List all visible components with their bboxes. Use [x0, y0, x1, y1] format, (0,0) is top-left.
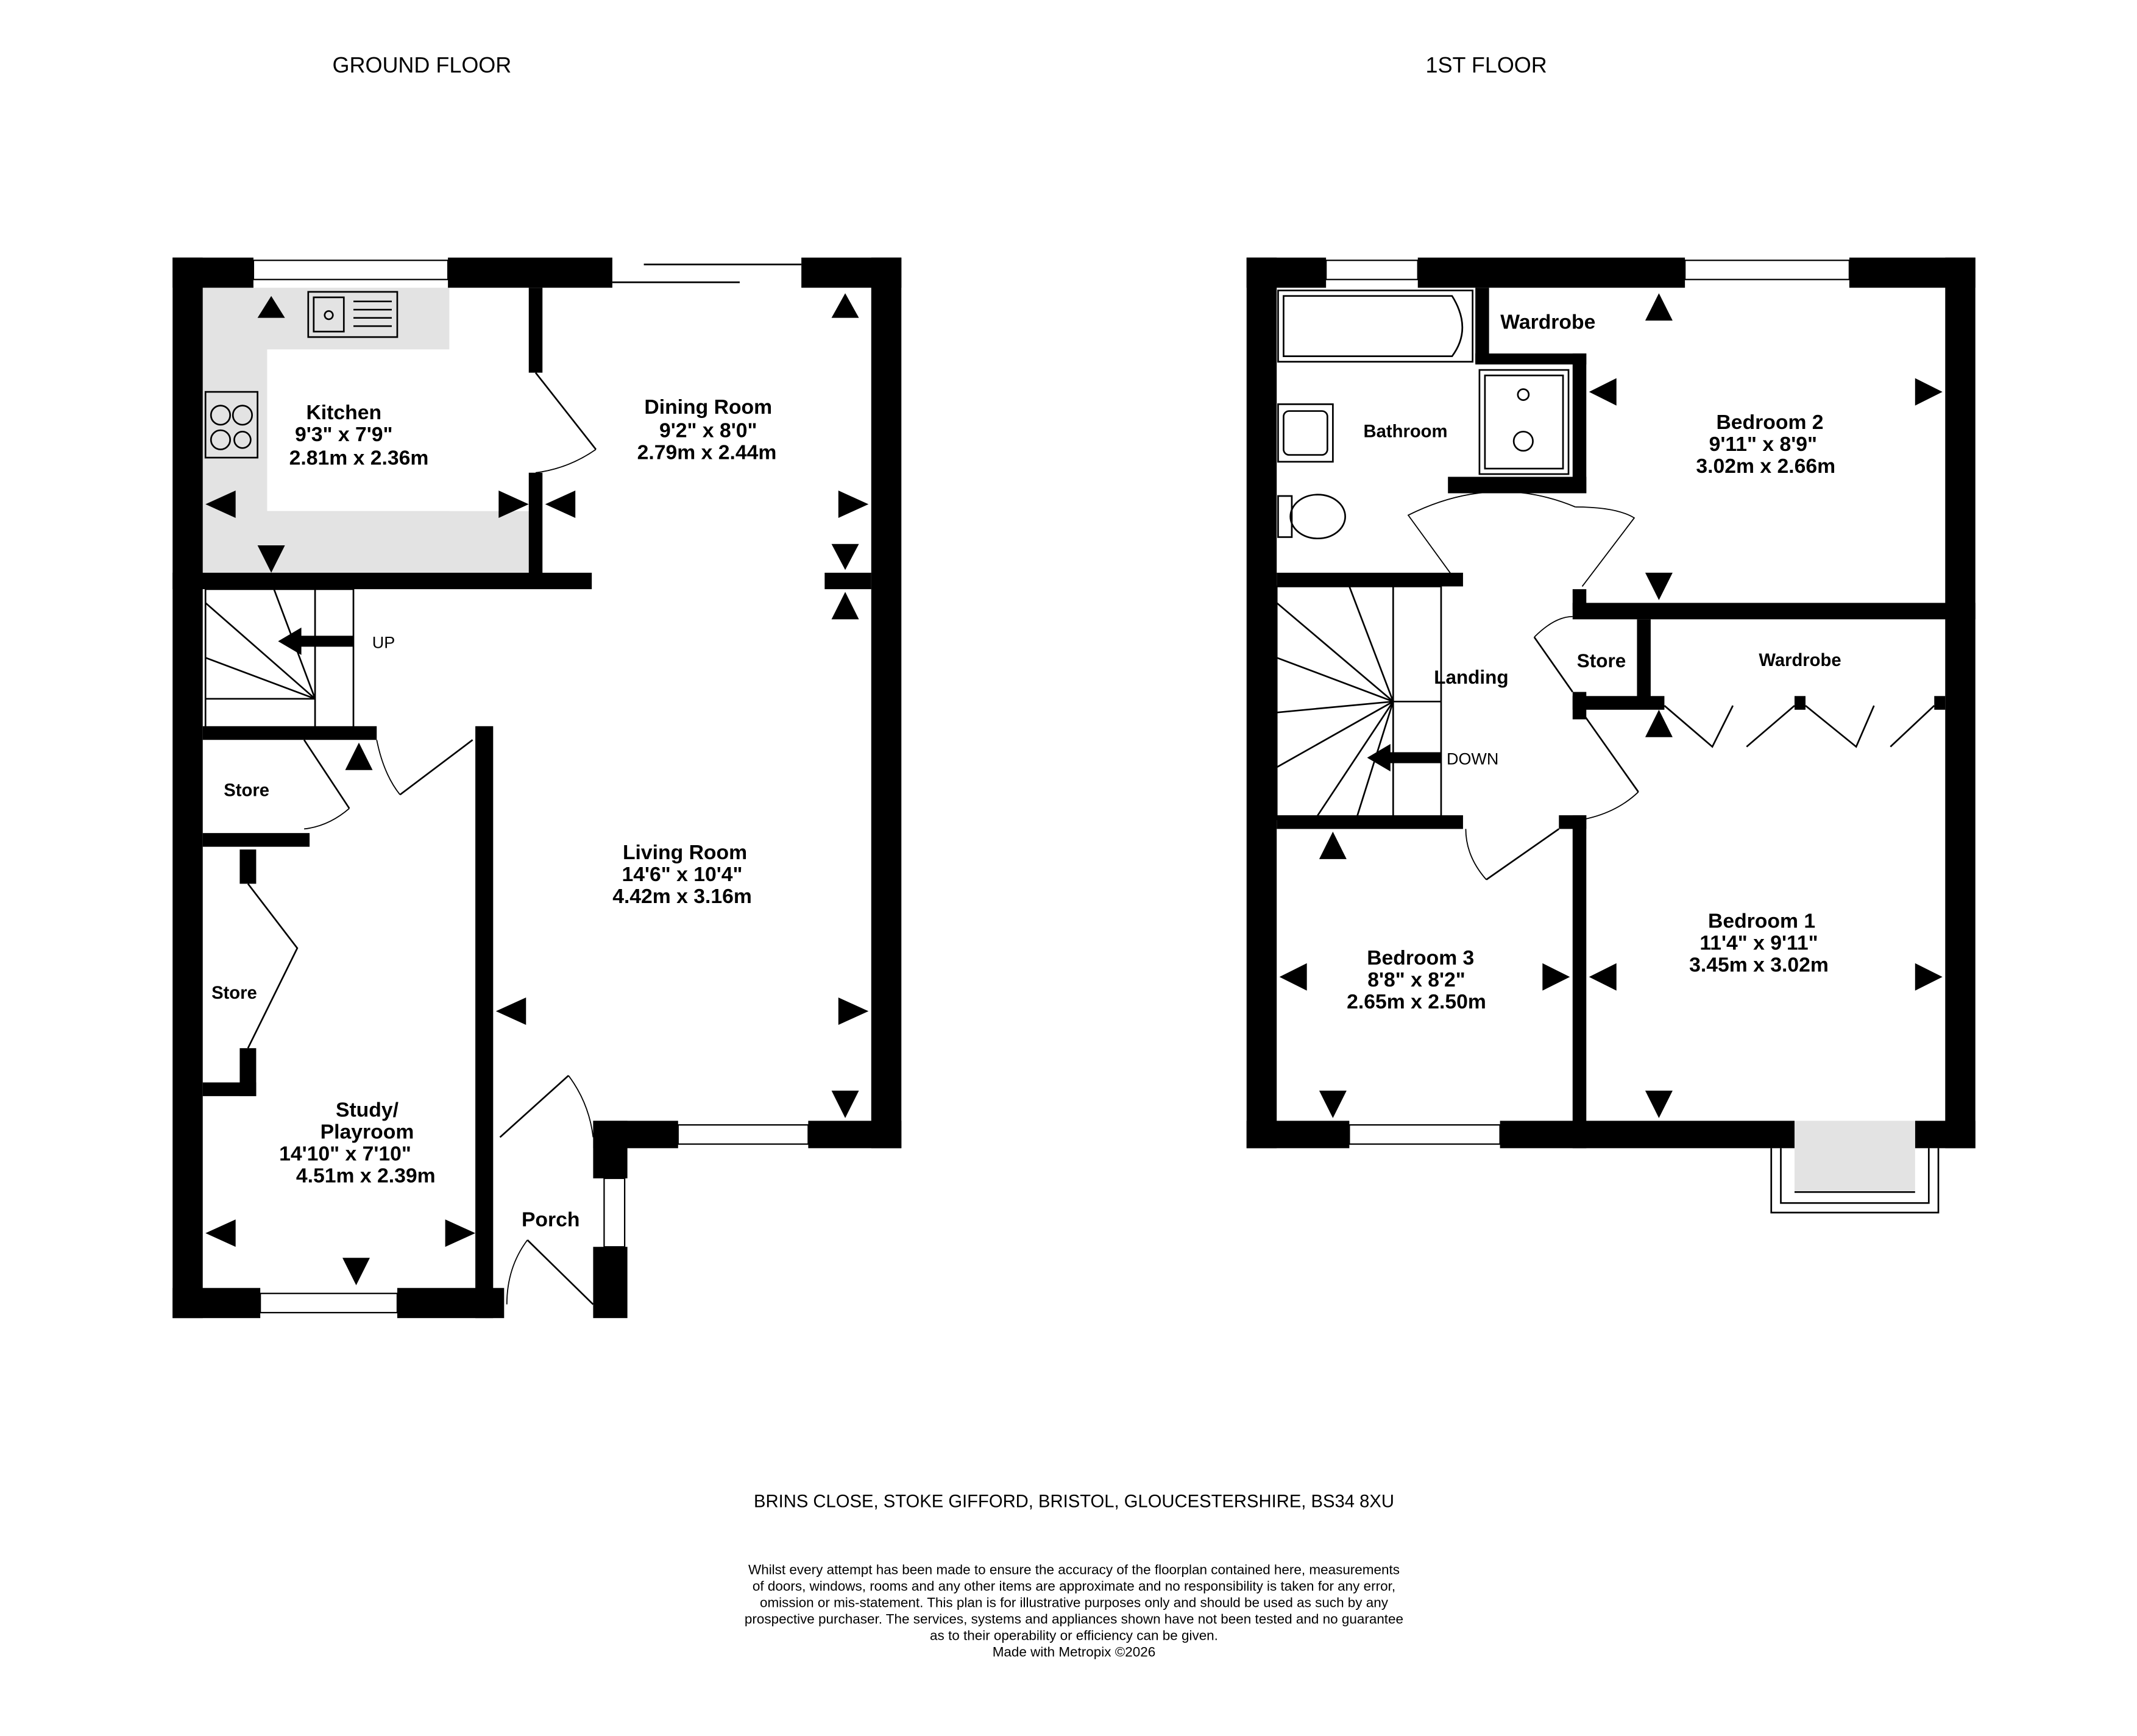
study-name-2: Playroom [321, 1121, 414, 1144]
kitchen-imperial: 9'3" x 7'9" [295, 423, 392, 446]
porch-label: Porch [522, 1208, 580, 1231]
bedroom2-metric: 3.02m x 2.66m [1696, 455, 1835, 478]
stairs-down-label: DOWN [1447, 750, 1498, 768]
store1-label: Store [224, 781, 269, 800]
disclaimer-line: as to their operability or efficiency ca… [930, 1628, 1218, 1643]
study-name-1: Study/ [336, 1099, 399, 1122]
living-metric: 4.42m x 3.16m [612, 885, 752, 908]
dimension-arrows [1279, 293, 1943, 1118]
dining-name: Dining Room [644, 395, 772, 419]
bath-icon [1277, 289, 1474, 363]
dining-imperial: 9'2" x 8'0" [659, 419, 757, 442]
store2-label: Store [211, 983, 257, 1003]
basin-icon [1277, 403, 1334, 463]
study-window [260, 1292, 399, 1314]
bedroom2-name: Bedroom 2 [1716, 411, 1823, 434]
bathroom-label: Bathroom [1364, 422, 1448, 441]
bedroom3-metric: 2.65m x 2.50m [1347, 990, 1486, 1013]
stairs-up-label: UP [372, 634, 395, 652]
disclaimer-line: prospective purchaser. The services, sys… [745, 1612, 1403, 1627]
bedroom2-imperial: 9'11" x 8'9" [1709, 433, 1817, 456]
living-name: Living Room [623, 841, 747, 864]
sink-icon [307, 291, 399, 338]
disclaimer-line: omission or mis-statement. This plan is … [760, 1595, 1389, 1610]
landing-label: Landing [1434, 667, 1508, 688]
dining-metric: 2.79m x 2.44m [637, 441, 777, 464]
bedroom3-name: Bedroom 3 [1367, 946, 1474, 969]
stairs-arrow-icon [1367, 744, 1391, 771]
first-floor-heading: 1ST FLOOR [1426, 52, 1547, 77]
first-floor-plan: DOWN Wardrobe Bathroom Bedroom 2 9'11" x… [1246, 257, 1976, 1214]
disclaimer: Whilst every attempt has been made to en… [745, 1562, 1403, 1660]
disclaimer-line: Whilst every attempt has been made to en… [748, 1562, 1400, 1578]
dimension-arrows [205, 293, 869, 1286]
bedroom1-metric: 3.45m x 3.02m [1689, 953, 1829, 976]
ground-floor-plan: UP Kitchen 9'3" x 7'9" 2.81m x 2.36m Di [172, 257, 902, 1319]
kitchen-metric: 2.81m x 2.36m [289, 446, 429, 469]
hob-icon [204, 391, 258, 459]
bedroom1-name: Bedroom 1 [1708, 909, 1815, 932]
kitchen-window [252, 260, 449, 280]
credit: Made with Metropix ©2026 [993, 1645, 1156, 1660]
bedroom3-imperial: 8'8" x 8'2" [1367, 968, 1465, 991]
study-metric: 4.51m x 2.39m [296, 1164, 436, 1188]
wardrobe1-label: Wardrobe [1500, 311, 1595, 334]
ground-stairs [204, 588, 355, 731]
store-label: Store [1577, 650, 1626, 671]
disclaimer-line: of doors, windows, rooms and any other i… [753, 1579, 1395, 1594]
ground-floor-heading: GROUND FLOOR [333, 52, 512, 77]
study-imperial: 14'10" x 7'10" [279, 1143, 411, 1166]
kitchen-name: Kitchen [306, 401, 381, 424]
toilet-icon [1277, 494, 1346, 540]
living-imperial: 14'6" x 10'4" [622, 863, 743, 886]
shower-icon [1478, 369, 1570, 475]
stairs-arrow-icon [278, 627, 302, 655]
living-window [677, 1124, 809, 1145]
first-stairs [1275, 586, 1442, 821]
bedroom1-imperial: 11'4" x 9'11" [1699, 931, 1818, 954]
address: BRINS CLOSE, STOKE GIFFORD, BRISTOL, GLO… [754, 1492, 1394, 1511]
wardrobe2-label: Wardrobe [1759, 651, 1841, 670]
